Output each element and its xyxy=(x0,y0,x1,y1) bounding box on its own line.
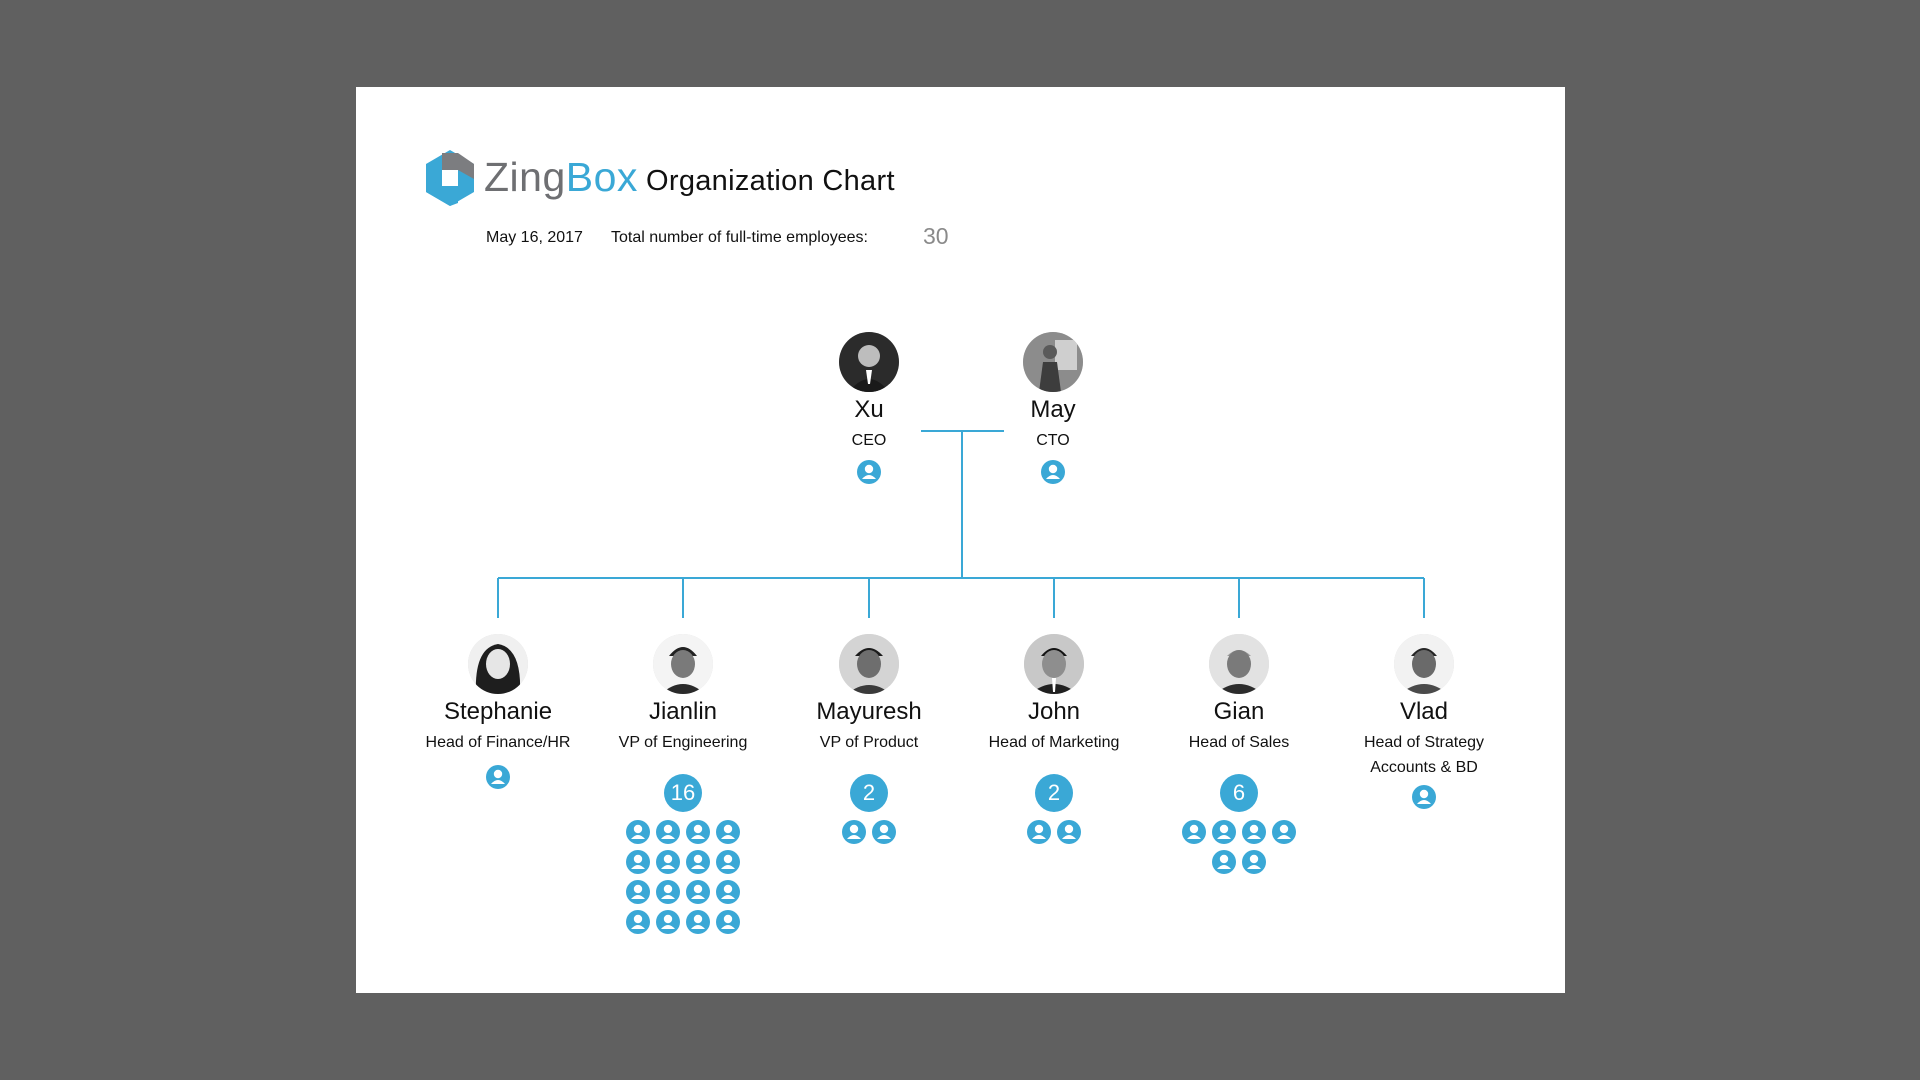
org-connectors xyxy=(497,430,1425,618)
person-role: Head of Strategy Accounts & BD xyxy=(1363,734,1485,776)
person-icon xyxy=(1242,820,1266,844)
team-icons xyxy=(623,817,743,937)
person-name: Mayuresh xyxy=(816,698,922,725)
person-name: Gian xyxy=(1213,698,1265,725)
page-title: Organization Chart xyxy=(646,165,895,197)
person-role: CTO xyxy=(1036,432,1070,449)
chart-date: May 16, 2017 xyxy=(486,229,583,246)
avatar xyxy=(1023,332,1083,392)
team-icons xyxy=(406,762,590,792)
person-icon xyxy=(626,880,650,904)
person-icon xyxy=(686,850,710,874)
person-icon xyxy=(1182,820,1206,844)
person-icon xyxy=(1212,850,1236,874)
person-icon xyxy=(1057,820,1081,844)
team-icons xyxy=(777,817,961,847)
total-employees-label: Total number of full-time employees: xyxy=(611,229,868,246)
person-icon xyxy=(1041,460,1065,484)
person-icon xyxy=(1212,820,1236,844)
person-name: May xyxy=(1030,396,1076,423)
person-icon xyxy=(656,850,680,874)
org-chart-slide: ZingBox Organization Chart May 16, 2017 … xyxy=(356,87,1565,993)
avatar xyxy=(1024,634,1084,694)
person-role: Head of Marketing xyxy=(988,734,1120,751)
avatar xyxy=(653,634,713,694)
person-name: John xyxy=(1027,698,1081,725)
avatar xyxy=(839,332,899,392)
team-icons xyxy=(962,817,1146,847)
person-role: VP of Product xyxy=(819,734,919,751)
person-icon xyxy=(872,820,896,844)
team-icons xyxy=(1332,782,1516,812)
team-count-badge: 2 xyxy=(1035,774,1073,812)
avatar xyxy=(1209,634,1269,694)
person-icon xyxy=(656,910,680,934)
person-icon xyxy=(656,820,680,844)
team-icons xyxy=(1179,817,1299,877)
brand-zing: Zing xyxy=(484,154,566,200)
person-icon xyxy=(1242,850,1266,874)
team-icons xyxy=(961,457,1145,487)
person-icon xyxy=(686,820,710,844)
person-icon xyxy=(716,880,740,904)
person-name: Xu xyxy=(854,396,884,423)
person-icon xyxy=(1272,820,1296,844)
team-count-badge: 6 xyxy=(1220,774,1258,812)
person-icon xyxy=(716,850,740,874)
avatar xyxy=(468,634,528,694)
person-name: Vlad xyxy=(1399,698,1449,725)
person-icon xyxy=(716,820,740,844)
person-icon xyxy=(656,880,680,904)
person-role: VP of Engineering xyxy=(618,734,748,751)
person-icon xyxy=(626,910,650,934)
person-role: Head of Finance/HR xyxy=(425,734,571,751)
person-icon xyxy=(857,460,881,484)
person-icon xyxy=(486,765,510,789)
avatar xyxy=(1394,634,1454,694)
brand-name: ZingBox xyxy=(484,153,638,201)
person-icon xyxy=(716,910,740,934)
person-icon xyxy=(686,880,710,904)
avatar xyxy=(839,634,899,694)
person-role: CEO xyxy=(851,432,887,449)
total-employees-value: 30 xyxy=(923,223,949,249)
person-icon xyxy=(1027,820,1051,844)
person-icon xyxy=(842,820,866,844)
person-name: Jianlin xyxy=(648,698,718,725)
person-icon xyxy=(686,910,710,934)
zingbox-logo-icon xyxy=(426,150,474,206)
person-name: Stephanie xyxy=(443,698,553,725)
person-role: Head of Sales xyxy=(1188,734,1290,751)
person-icon xyxy=(1412,785,1436,809)
person-icon xyxy=(626,850,650,874)
team-icons xyxy=(777,457,961,487)
brand-box: Box xyxy=(565,154,638,200)
team-count-badge: 2 xyxy=(850,774,888,812)
team-count-badge: 16 xyxy=(664,774,702,812)
person-icon xyxy=(626,820,650,844)
